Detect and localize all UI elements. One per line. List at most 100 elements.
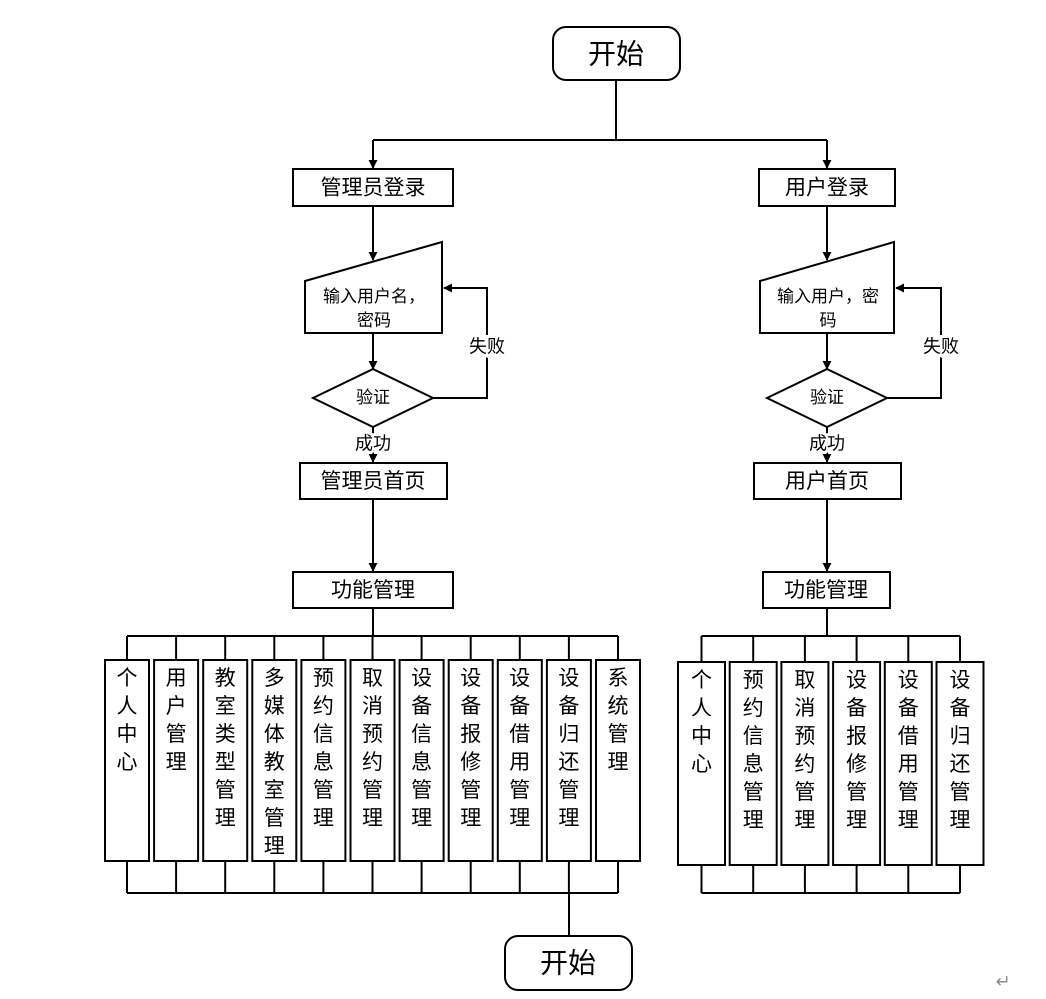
- admin-module-char: 归: [558, 722, 579, 746]
- admin-module-char: 备: [460, 694, 481, 718]
- user-module-char: 理: [898, 808, 919, 832]
- admin-module-char: 设: [509, 666, 530, 690]
- admin-module-char: 还: [558, 750, 579, 774]
- admin-home-label: 管理员首页: [321, 469, 426, 493]
- admin-fail-label: 失败: [469, 337, 505, 358]
- admin-module-box: [398, 659, 445, 862]
- modules-layer: 个人中心用户管理教室类型管理多媒体教室管理预约信息管理取消预约管理设备信息管理设…: [104, 608, 985, 894]
- user-module-char: 报: [846, 724, 867, 748]
- user-module-char: 设: [898, 668, 919, 692]
- admin-input-line1: 输入用户名，: [323, 287, 425, 307]
- admin-module-char: 备: [509, 694, 530, 718]
- user-module-char: 管: [743, 780, 764, 804]
- admin-module-char: 管: [313, 778, 334, 802]
- admin-module-char: 管: [460, 778, 481, 802]
- user-module-box: [832, 661, 882, 866]
- user-module-char: 归: [950, 724, 971, 748]
- admin-module-char: 备: [558, 694, 579, 718]
- admin-module-char: 借: [509, 722, 530, 746]
- user-module-char: 备: [898, 696, 919, 720]
- user-module-char: 约: [743, 696, 764, 720]
- user-home-box: [753, 462, 902, 500]
- admin-module-char: 管: [608, 722, 629, 746]
- admin-module-char: 个: [117, 666, 138, 690]
- admin-func-label: 功能管理: [331, 578, 415, 602]
- user-func-label: 功能管理: [784, 578, 868, 602]
- admin-module-char: 体: [264, 722, 285, 746]
- user-module-char: 中: [691, 724, 712, 748]
- admin-module-char: 理: [166, 750, 187, 774]
- end-label: 开始: [540, 947, 596, 980]
- admin-module-char: 中: [117, 722, 138, 746]
- admin-module-char: 理: [411, 806, 432, 830]
- admin-module-box: [447, 659, 494, 862]
- admin-module-char: 消: [362, 694, 383, 718]
- user-module-char: 预: [743, 668, 764, 692]
- admin-module-char: 信: [313, 722, 334, 746]
- admin-module-char: 息: [411, 750, 432, 774]
- admin-input-line2: 密码: [357, 311, 391, 331]
- admin-success-label: 成功: [355, 434, 391, 455]
- admin-module-char: 约: [313, 694, 334, 718]
- user-module-char: 个: [691, 668, 712, 692]
- user-module-char: 理: [743, 808, 764, 832]
- admin-module-char: 人: [117, 694, 138, 718]
- admin-func-box: [292, 571, 454, 609]
- user-module-char: 借: [898, 724, 919, 748]
- admin-module-char: 多: [264, 666, 285, 690]
- user-module-char: 人: [691, 696, 712, 720]
- user-login-label: 用户登录: [785, 176, 869, 200]
- admin-module-char: 取: [362, 666, 383, 690]
- user-module-char: 管: [950, 780, 971, 804]
- user-module-char: 预: [794, 724, 815, 748]
- admin-module-char: 管: [509, 778, 530, 802]
- user-module-char: 管: [846, 780, 867, 804]
- admin-module-box: [104, 659, 150, 862]
- admin-module-char: 教: [215, 666, 236, 690]
- admin-module-box: [349, 659, 396, 862]
- user-home-label: 用户首页: [785, 469, 869, 493]
- admin-module-char: 管: [362, 778, 383, 802]
- user-module-char: 备: [950, 696, 971, 720]
- admin-module-char: 型: [215, 750, 236, 774]
- admin-module-char: 理: [558, 806, 579, 830]
- user-module-box: [677, 661, 726, 866]
- user-module-box: [780, 661, 830, 866]
- admin-module-char: 教: [264, 750, 285, 774]
- admin-fail-loop: [433, 283, 488, 399]
- admin-module-char: 约: [362, 750, 383, 774]
- admin-module-box: [153, 659, 200, 862]
- user-module-char: 理: [794, 808, 815, 832]
- user-fail-label: 失败: [923, 337, 959, 358]
- user-module-char: 设: [846, 668, 867, 692]
- admin-module-char: 理: [264, 834, 285, 858]
- user-module-char: 取: [794, 668, 815, 692]
- admin-module-char: 设: [460, 666, 481, 690]
- admin-module-char: 媒: [264, 694, 285, 718]
- end-terminator: [504, 935, 633, 991]
- user-verify-label: 验证: [810, 388, 844, 408]
- user-fail-loop: [887, 283, 942, 399]
- user-module-char: 消: [794, 696, 815, 720]
- user-func-box: [762, 571, 891, 609]
- admin-module-char: 设: [411, 666, 432, 690]
- admin-module-char: 修: [460, 750, 481, 774]
- user-input-line1: 输入用户，密: [777, 287, 879, 307]
- user-module-box: [935, 661, 985, 866]
- user-input-line2: 码: [820, 311, 837, 331]
- user-module-char: 还: [950, 752, 971, 776]
- admin-module-char: 户: [166, 694, 187, 718]
- admin-module-char: 管: [215, 778, 236, 802]
- admin-module-char: 信: [411, 722, 432, 746]
- admin-module-char: 系: [608, 666, 629, 690]
- user-module-char: 理: [950, 808, 971, 832]
- admin-module-char: 备: [411, 694, 432, 718]
- admin-module-box: [202, 659, 249, 862]
- admin-module-char: 室: [215, 694, 236, 718]
- user-module-char: 备: [846, 696, 867, 720]
- admin-module-char: 理: [460, 806, 481, 830]
- user-input-box: [759, 240, 895, 334]
- admin-module-char: 统: [608, 694, 629, 718]
- admin-module-box: [251, 659, 298, 862]
